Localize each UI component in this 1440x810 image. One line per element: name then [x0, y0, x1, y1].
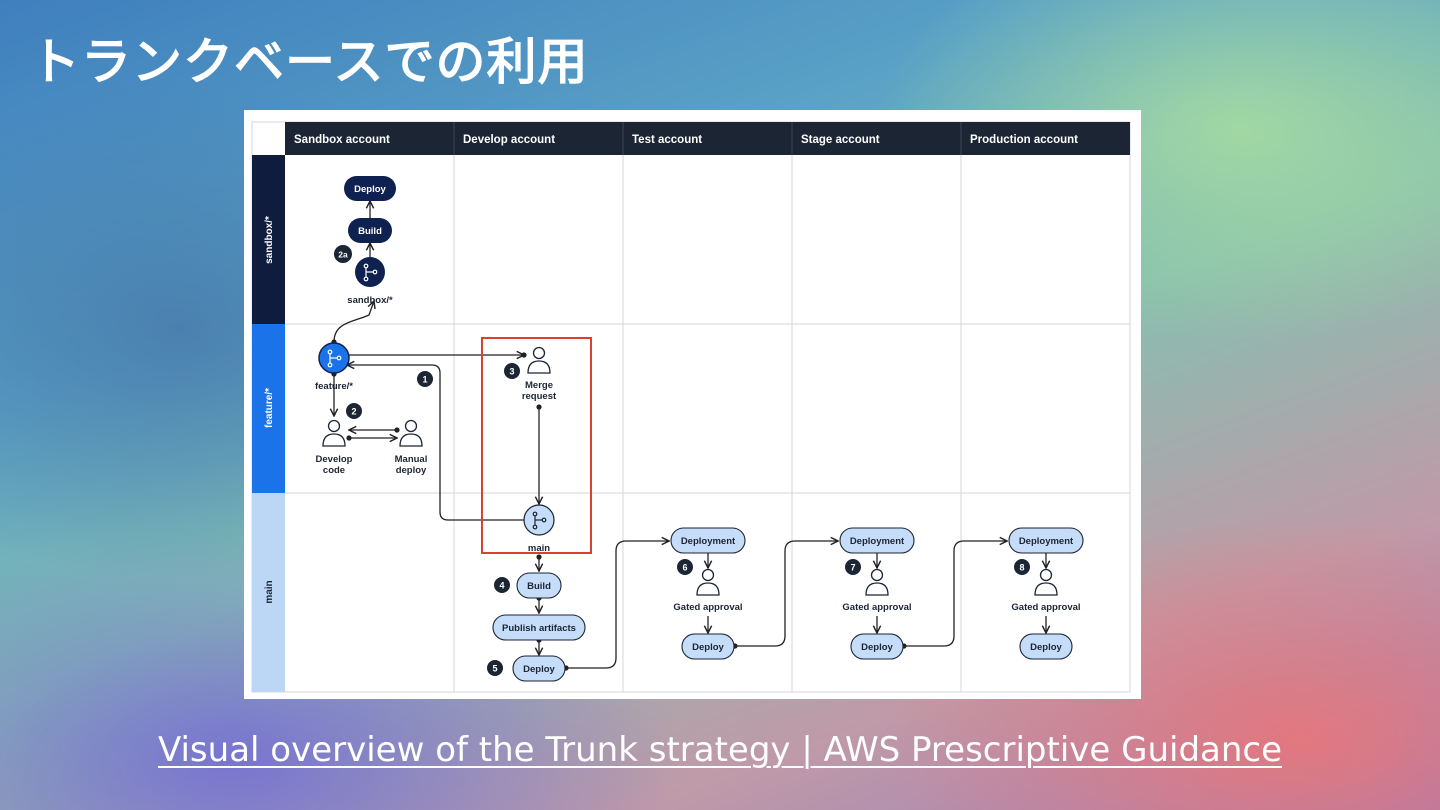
svg-text:Deploy: Deploy: [354, 184, 386, 195]
svg-text:7: 7: [850, 563, 855, 573]
feature-branch-label: feature/*: [315, 381, 353, 392]
svg-text:8: 8: [1019, 563, 1024, 573]
step-badge-4: 4: [494, 577, 510, 593]
svg-text:6: 6: [682, 563, 687, 573]
page-title: トランクベースでの利用: [30, 33, 589, 91]
step-badge-7: 7: [845, 559, 861, 575]
publish-artifacts-node: Publish artifacts: [492, 614, 586, 641]
svg-text:2a: 2a: [338, 250, 348, 260]
svg-text:1: 1: [422, 375, 427, 385]
step-badge-5: 5: [487, 660, 503, 676]
svg-text:Publish artifacts: Publish artifacts: [502, 623, 576, 634]
feature-branch-icon: [318, 342, 350, 374]
svg-text:Deployment: Deployment: [850, 536, 905, 547]
stage-deploy-node: Deploy: [850, 633, 904, 660]
svg-text:Deploy: Deploy: [1030, 642, 1062, 653]
test-deployment-node: Deployment: [670, 527, 746, 554]
main-branch-icon: [523, 504, 555, 536]
column-header-stage: Stage account: [801, 134, 880, 146]
svg-text:Deployment: Deployment: [1019, 536, 1074, 547]
step-badge-6: 6: [677, 559, 693, 575]
trunk-strategy-diagram: Sandbox account Develop account Test acc…: [244, 110, 1141, 699]
step-badge-3: 3: [504, 363, 520, 379]
stage-deployment-node: Deployment: [839, 527, 915, 554]
lane-label-main: main: [264, 580, 275, 603]
svg-text:2: 2: [351, 407, 356, 417]
prod-deployment-node: Deployment: [1008, 527, 1084, 554]
svg-text:Build: Build: [358, 226, 382, 237]
lane-label-feature: feature/*: [264, 388, 275, 428]
develop-code-person-icon: [322, 419, 346, 447]
main-build-node: Build: [516, 572, 562, 599]
prod-deploy-node: Deploy: [1019, 633, 1073, 660]
connector-dots: [331, 339, 907, 671]
svg-text:Deployment: Deployment: [681, 536, 736, 547]
main-branch-label: main: [528, 543, 550, 554]
step-badge-1: 1: [417, 371, 433, 387]
stage-approver-person-icon: [865, 568, 889, 596]
svg-text:4: 4: [499, 581, 504, 591]
sandbox-branch-label: sandbox/*: [347, 295, 393, 306]
diagram-connectors: [334, 201, 1046, 669]
manual-deploy-person-icon: [399, 419, 423, 447]
lane-labels: sandbox/* feature/* main: [252, 155, 285, 692]
test-approver-person-icon: [696, 568, 720, 596]
svg-text:3: 3: [509, 367, 514, 377]
svg-text:5: 5: [492, 664, 497, 674]
sandbox-branch-icon: [355, 257, 385, 287]
svg-text:Build: Build: [527, 581, 551, 592]
sandbox-build-node: Build: [348, 218, 392, 243]
column-header-production: Production account: [970, 134, 1078, 146]
merge-request-person-icon: [527, 346, 551, 374]
step-badge-2a: 2a: [334, 245, 352, 263]
test-gated-approval-label: Gated approval: [673, 602, 742, 613]
sandbox-deploy-node: Deploy: [344, 176, 396, 201]
svg-text:Deploy: Deploy: [861, 642, 893, 653]
column-header-sandbox: Sandbox account: [294, 134, 390, 146]
step-badge-2: 2: [346, 403, 362, 419]
merge-request-highlight: [481, 337, 592, 554]
column-headers: Sandbox account Develop account Test acc…: [285, 122, 1130, 155]
column-header-develop: Develop account: [463, 134, 555, 146]
source-link[interactable]: Visual overview of the Trunk strategy | …: [157, 730, 1283, 770]
stage-gated-approval-label: Gated approval: [842, 602, 911, 613]
lane-label-sandbox: sandbox/*: [264, 216, 275, 264]
step-badge-8: 8: [1014, 559, 1030, 575]
svg-text:Deploy: Deploy: [692, 642, 724, 653]
main-deploy-node: Deploy: [512, 655, 566, 682]
prod-approver-person-icon: [1034, 568, 1058, 596]
test-deploy-node: Deploy: [681, 633, 735, 660]
column-header-test: Test account: [632, 134, 702, 146]
prod-gated-approval-label: Gated approval: [1011, 602, 1080, 613]
svg-text:Deploy: Deploy: [523, 664, 555, 675]
